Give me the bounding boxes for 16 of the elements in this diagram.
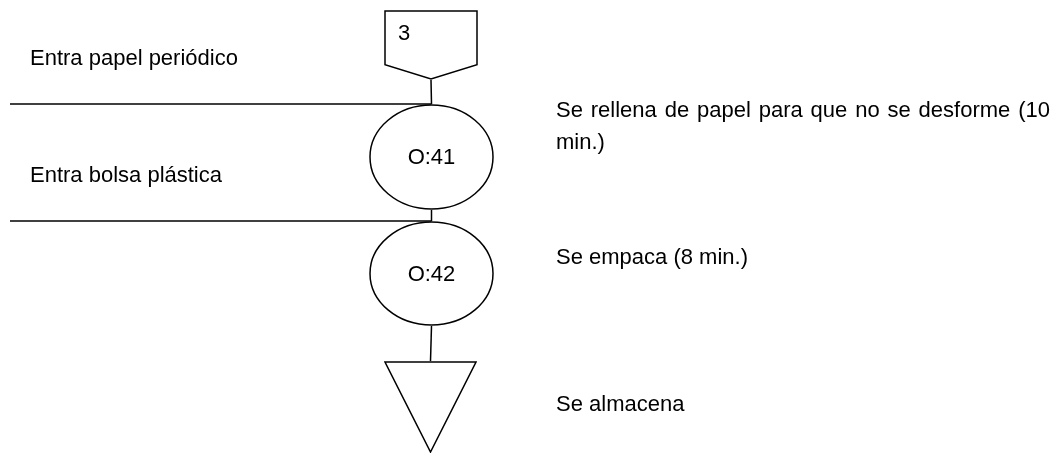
off-page-connector	[384, 10, 478, 80]
edge-label: Entra papel periódico	[30, 44, 238, 72]
node-label: O:41	[407, 144, 456, 170]
operation-circle	[369, 221, 494, 326]
step-description: Se empaca (8 min.)	[556, 243, 749, 271]
step-description: Se almacena	[556, 390, 686, 418]
flow-line	[429, 325, 433, 362]
step-description: Se rellena de papel para que no se desforme (10 min.)	[556, 96, 1050, 156]
node-label: 3	[398, 20, 411, 46]
flow-line	[430, 79, 433, 105]
input-line	[9, 103, 433, 105]
node-label: O:42	[407, 260, 456, 287]
operation-circle	[369, 104, 494, 210]
storage-triangle	[384, 361, 477, 453]
input-line	[9, 220, 433, 222]
edge-label: Entra bolsa plástica	[30, 161, 222, 189]
